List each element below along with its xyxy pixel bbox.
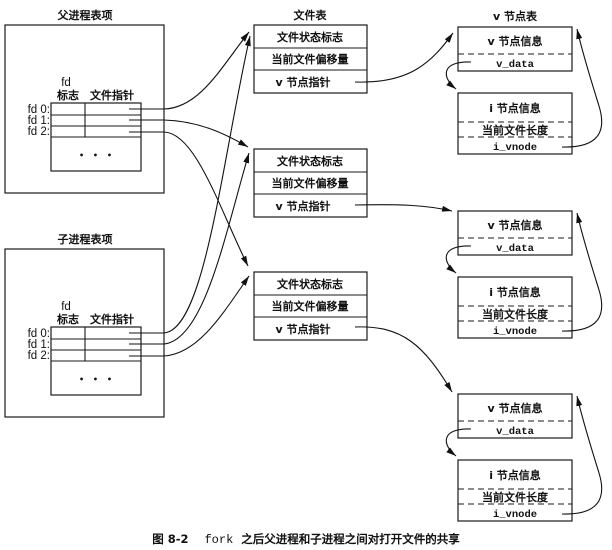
child-fd2-arrow bbox=[129, 275, 250, 357]
file-entry-box bbox=[253, 148, 368, 218]
i-vnode-arrow bbox=[561, 212, 603, 332]
fd-header: fd bbox=[61, 77, 71, 89]
file-pointer-header: 文件指针 bbox=[90, 312, 134, 326]
vnode-box bbox=[457, 26, 573, 72]
parent-entry-title: 父进程表项 bbox=[57, 8, 113, 22]
vnode-info: v 节点信息 bbox=[488, 34, 543, 48]
caption-text: 之后父进程和子进程之间对打开文件的共享 bbox=[241, 532, 460, 546]
file-table-entry-3: 文件状态标志 当前文件偏移量 v 节点指针 bbox=[253, 271, 368, 341]
inode-info: i 节点信息 bbox=[489, 285, 541, 299]
current-file-length: 当前文件长度 bbox=[482, 123, 549, 137]
fd-label: fd 2: bbox=[28, 350, 50, 362]
caption-label: 图 8-2 bbox=[152, 532, 188, 546]
current-file-offset: 当前文件偏移量 bbox=[272, 299, 349, 313]
inode-box bbox=[457, 459, 573, 522]
file-entry-box bbox=[253, 271, 368, 341]
child-entry-title: 子进程表项 bbox=[58, 232, 113, 246]
vnode-info: v 节点信息 bbox=[488, 218, 543, 232]
vnode-info: v 节点信息 bbox=[488, 401, 543, 415]
parent-process-entry: 父进程表项 fd 标志 文件指针 fd 0: fd 1: fd 2: • • • bbox=[4, 8, 165, 194]
vnode-pointer: v 节点指针 bbox=[276, 199, 331, 213]
file-table-entry-1: 文件状态标志 当前文件偏移量 v 节点指针 bbox=[253, 24, 368, 94]
v-data-field: v_data bbox=[496, 426, 535, 438]
figure-caption: 图 8-2 fork 之后父进程和子进程之间对打开文件的共享 bbox=[152, 530, 460, 547]
inode-box bbox=[457, 276, 573, 339]
fd-label: fd 2: bbox=[28, 126, 50, 138]
v-data-arrow bbox=[445, 61, 472, 90]
current-file-length: 当前文件长度 bbox=[482, 490, 549, 504]
child-fd1-arrow bbox=[129, 152, 250, 345]
current-file-offset: 当前文件偏移量 bbox=[272, 176, 349, 190]
inode-info: i 节点信息 bbox=[489, 101, 541, 115]
ellipsis: • • • bbox=[79, 151, 115, 160]
i-vnode-field: i_vnode bbox=[493, 326, 537, 338]
v-data-arrow bbox=[445, 245, 472, 274]
child-process-entry: 子进程表项 fd 标志 文件指针 fd 0: fd 1: fd 2: • • • bbox=[4, 232, 165, 418]
inode-info: i 节点信息 bbox=[489, 468, 541, 482]
vnode-box bbox=[457, 210, 573, 256]
fd-label: fd 1: bbox=[28, 339, 50, 351]
i-vnode-arrow bbox=[561, 395, 603, 515]
vnode-entry-2: v 节点信息 v_data i 节点信息 当前文件长度 i_vnode bbox=[445, 210, 603, 339]
vnode-entry-1: v 节点信息 v_data i 节点信息 当前文件长度 i_vnode bbox=[445, 26, 603, 155]
file-status-flags: 文件状态标志 bbox=[277, 277, 343, 291]
vnode-pointer: v 节点指针 bbox=[276, 75, 331, 89]
parent-fd1-arrow bbox=[129, 119, 249, 148]
fd-label: fd 1: bbox=[28, 115, 50, 127]
v-data-arrow bbox=[445, 428, 472, 457]
vnode-entry-3: v 节点信息 v_data i 节点信息 当前文件长度 i_vnode bbox=[445, 393, 603, 522]
current-file-offset: 当前文件偏移量 bbox=[272, 52, 349, 66]
vnode-pointer: v 节点指针 bbox=[276, 322, 331, 336]
file-table-title: 文件表 bbox=[294, 8, 328, 22]
file-entry-box bbox=[253, 24, 368, 94]
caption-command: fork bbox=[204, 533, 233, 547]
vnode-pointer-arrow-3 bbox=[354, 326, 453, 393]
file-table-entry-2: 文件状态标志 当前文件偏移量 v 节点指针 bbox=[253, 148, 368, 218]
fd-label: fd 0: bbox=[28, 328, 50, 340]
fd-header: fd bbox=[61, 301, 71, 313]
v-data-field: v_data bbox=[496, 243, 535, 255]
ellipsis: • • • bbox=[79, 375, 115, 384]
vnode-table-title: v 节点表 bbox=[493, 9, 538, 23]
file-pointer-header: 文件指针 bbox=[90, 88, 134, 102]
flags-header: 标志 bbox=[56, 88, 79, 102]
i-vnode-arrow bbox=[561, 28, 603, 148]
parent-fd0-arrow bbox=[129, 31, 250, 110]
i-vnode-field: i_vnode bbox=[493, 142, 537, 154]
fd-label: fd 0: bbox=[28, 104, 50, 116]
vnode-pointer-arrow-2 bbox=[354, 204, 453, 212]
parent-fd2-arrow bbox=[129, 131, 249, 267]
vnode-box bbox=[457, 393, 573, 439]
vnode-pointer-arrow-1 bbox=[354, 32, 454, 83]
current-file-length: 当前文件长度 bbox=[482, 307, 549, 321]
v-data-field: v_data bbox=[496, 59, 535, 71]
file-status-flags: 文件状态标志 bbox=[277, 154, 343, 168]
child-fd0-arrow bbox=[129, 35, 251, 334]
inode-box bbox=[457, 92, 573, 155]
file-status-flags: 文件状态标志 bbox=[277, 30, 343, 44]
i-vnode-field: i_vnode bbox=[493, 509, 537, 521]
flags-header: 标志 bbox=[56, 312, 79, 326]
